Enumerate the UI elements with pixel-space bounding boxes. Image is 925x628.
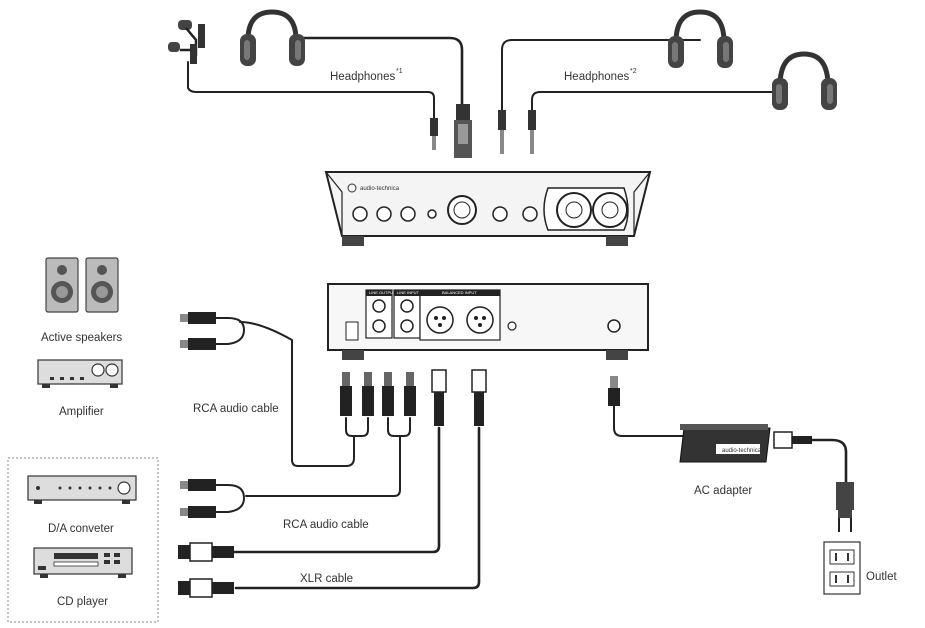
rca-cable-top-path bbox=[213, 317, 245, 345]
amplifier-rear-panel: LINE OUTPUT LINE INPUT BALANCED INPUT bbox=[327, 283, 649, 360]
ac-plug-icon bbox=[773, 431, 854, 532]
balanced-xlr-plug-icon bbox=[454, 104, 472, 158]
ac-adapter-label: AC adapter bbox=[694, 485, 752, 497]
dc-input-jack bbox=[607, 319, 621, 333]
mini-plug-icon bbox=[430, 118, 438, 150]
amplifier-icon bbox=[37, 359, 123, 388]
xlr-plugs-rear bbox=[431, 369, 487, 426]
rca-cable-bottom-label: RCA audio cable bbox=[283, 519, 369, 531]
volume-knob-right bbox=[592, 192, 628, 228]
rca-cable-top-run bbox=[239, 321, 355, 467]
cd-player-icon bbox=[33, 547, 133, 578]
xlr-plug-ends bbox=[178, 542, 234, 598]
dc-plug bbox=[608, 376, 620, 406]
xlr-cable-1 bbox=[230, 426, 441, 554]
headphone1-cable bbox=[294, 36, 464, 110]
headphone3-cable bbox=[531, 91, 787, 113]
amplifier-front-panel: audio-technica bbox=[324, 171, 652, 246]
power-button bbox=[352, 206, 368, 222]
headphones-1-label: Headphones bbox=[330, 71, 395, 83]
da-converter-icon bbox=[27, 475, 137, 504]
adapter-brand-logo: audio-technica bbox=[722, 448, 762, 454]
amplifier-label: Amplifier bbox=[59, 406, 104, 418]
rca-cable-top-label: RCA audio cable bbox=[193, 403, 279, 415]
volume-knob-left bbox=[556, 192, 592, 228]
da-converter-label: D/A conveter bbox=[48, 523, 114, 535]
xlr-cable-2 bbox=[234, 426, 481, 590]
headphones-2-label: Headphones bbox=[564, 71, 629, 83]
dc-cable bbox=[613, 403, 685, 437]
phone-plug-2-icon bbox=[528, 110, 536, 154]
headphones-2-icon bbox=[668, 9, 733, 68]
active-speakers-label: Active speakers bbox=[41, 332, 122, 344]
earphones-icon bbox=[168, 20, 205, 64]
rca-bottom-y-split bbox=[387, 417, 411, 437]
rca-top-y-split bbox=[345, 417, 369, 437]
earphone-cable bbox=[187, 61, 435, 121]
source-devices-group bbox=[7, 457, 159, 623]
rca-plug-ends-top bbox=[180, 312, 216, 350]
outlet-icon bbox=[823, 541, 861, 595]
headphone2-cable bbox=[501, 39, 701, 113]
svg-text:BALANCED INPUT: BALANCED INPUT bbox=[442, 290, 477, 295]
line-output-jacks bbox=[365, 289, 393, 339]
rca-plug-ends-bottom bbox=[180, 479, 216, 518]
svg-text:LINE INPUT: LINE INPUT bbox=[397, 290, 420, 295]
ac-adapter-icon: audio-technica bbox=[679, 424, 771, 463]
phone-plug-1-icon bbox=[498, 110, 506, 154]
cd-player-label: CD player bbox=[57, 596, 108, 608]
xlr-cable-label: XLR cable bbox=[300, 573, 353, 585]
ac-cable bbox=[810, 438, 848, 484]
front-brand-logo: audio-technica bbox=[360, 186, 400, 192]
rca-cable-bottom-run bbox=[245, 435, 401, 497]
headphones-3-icon bbox=[772, 51, 837, 110]
headphones-1-footnote: *1 bbox=[396, 68, 403, 75]
rca-plugs-rear bbox=[340, 372, 416, 416]
cables bbox=[187, 36, 848, 590]
headphones-2-footnote: *2 bbox=[630, 68, 637, 75]
headphones-1-icon bbox=[240, 9, 305, 66]
svg-text:LINE OUTPUT: LINE OUTPUT bbox=[369, 290, 396, 295]
balanced-headphone-jack bbox=[447, 195, 477, 225]
active-speakers-icon bbox=[45, 257, 119, 313]
outlet-label: Outlet bbox=[866, 571, 897, 583]
rca-cable-bottom-path bbox=[213, 484, 245, 513]
